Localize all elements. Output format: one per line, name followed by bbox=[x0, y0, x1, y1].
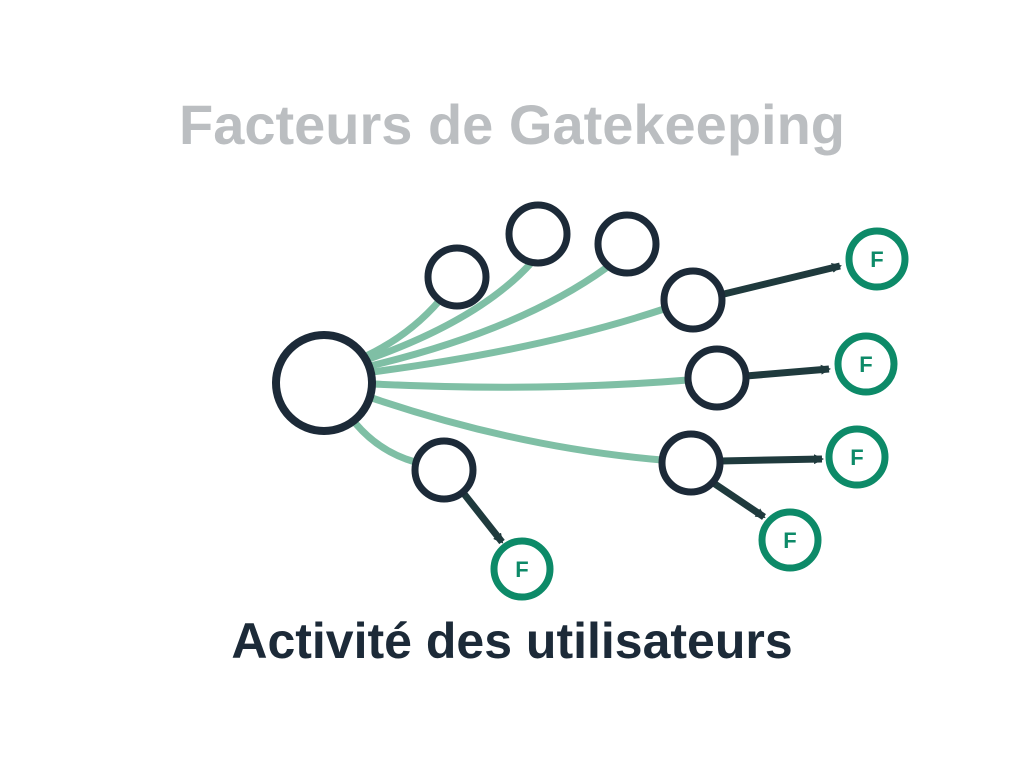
follower-label: F bbox=[859, 352, 872, 377]
edge-to-node-1 bbox=[362, 296, 444, 360]
follower-node-5: F bbox=[490, 537, 554, 601]
user-node-6 bbox=[658, 430, 724, 496]
user-node-3 bbox=[594, 211, 660, 277]
follower-node-2: F bbox=[834, 332, 898, 396]
edges bbox=[352, 258, 692, 466]
user-node-7 bbox=[411, 437, 477, 503]
edge-to-node-4 bbox=[368, 305, 668, 376]
arrow-node7-to-f5 bbox=[458, 487, 505, 545]
user-nodes bbox=[411, 201, 750, 503]
arrow-node6-to-f3 bbox=[719, 454, 824, 465]
page-title: Facteurs de Gatekeeping bbox=[178, 93, 845, 156]
edge-to-node-2 bbox=[362, 258, 536, 364]
follower-label: F bbox=[783, 528, 796, 553]
arrow-node5-to-f2 bbox=[745, 364, 831, 380]
user-node-2 bbox=[505, 201, 571, 267]
follower-label: F bbox=[515, 557, 528, 582]
user-node-5 bbox=[684, 345, 750, 411]
follower-label: F bbox=[870, 247, 883, 272]
user-node-4 bbox=[660, 267, 726, 333]
follower-nodes: F F F F F bbox=[490, 227, 909, 601]
follower-node-4: F bbox=[758, 508, 822, 572]
follower-node-1: F bbox=[845, 227, 909, 291]
diagram-caption: Activité des utilisateurs bbox=[231, 613, 793, 669]
arrows bbox=[458, 262, 842, 545]
edge-to-node-7 bbox=[352, 420, 419, 466]
central-user-node bbox=[272, 331, 376, 435]
follower-node-3: F bbox=[825, 425, 889, 489]
edge-to-node-6 bbox=[368, 394, 666, 464]
arrow-node4-to-f1 bbox=[723, 262, 842, 298]
edge-to-node-3 bbox=[366, 264, 610, 370]
user-node-1 bbox=[424, 244, 490, 310]
follower-label: F bbox=[850, 445, 863, 470]
edge-to-node-5 bbox=[370, 376, 692, 391]
arrow-node6-to-f4 bbox=[710, 479, 766, 520]
